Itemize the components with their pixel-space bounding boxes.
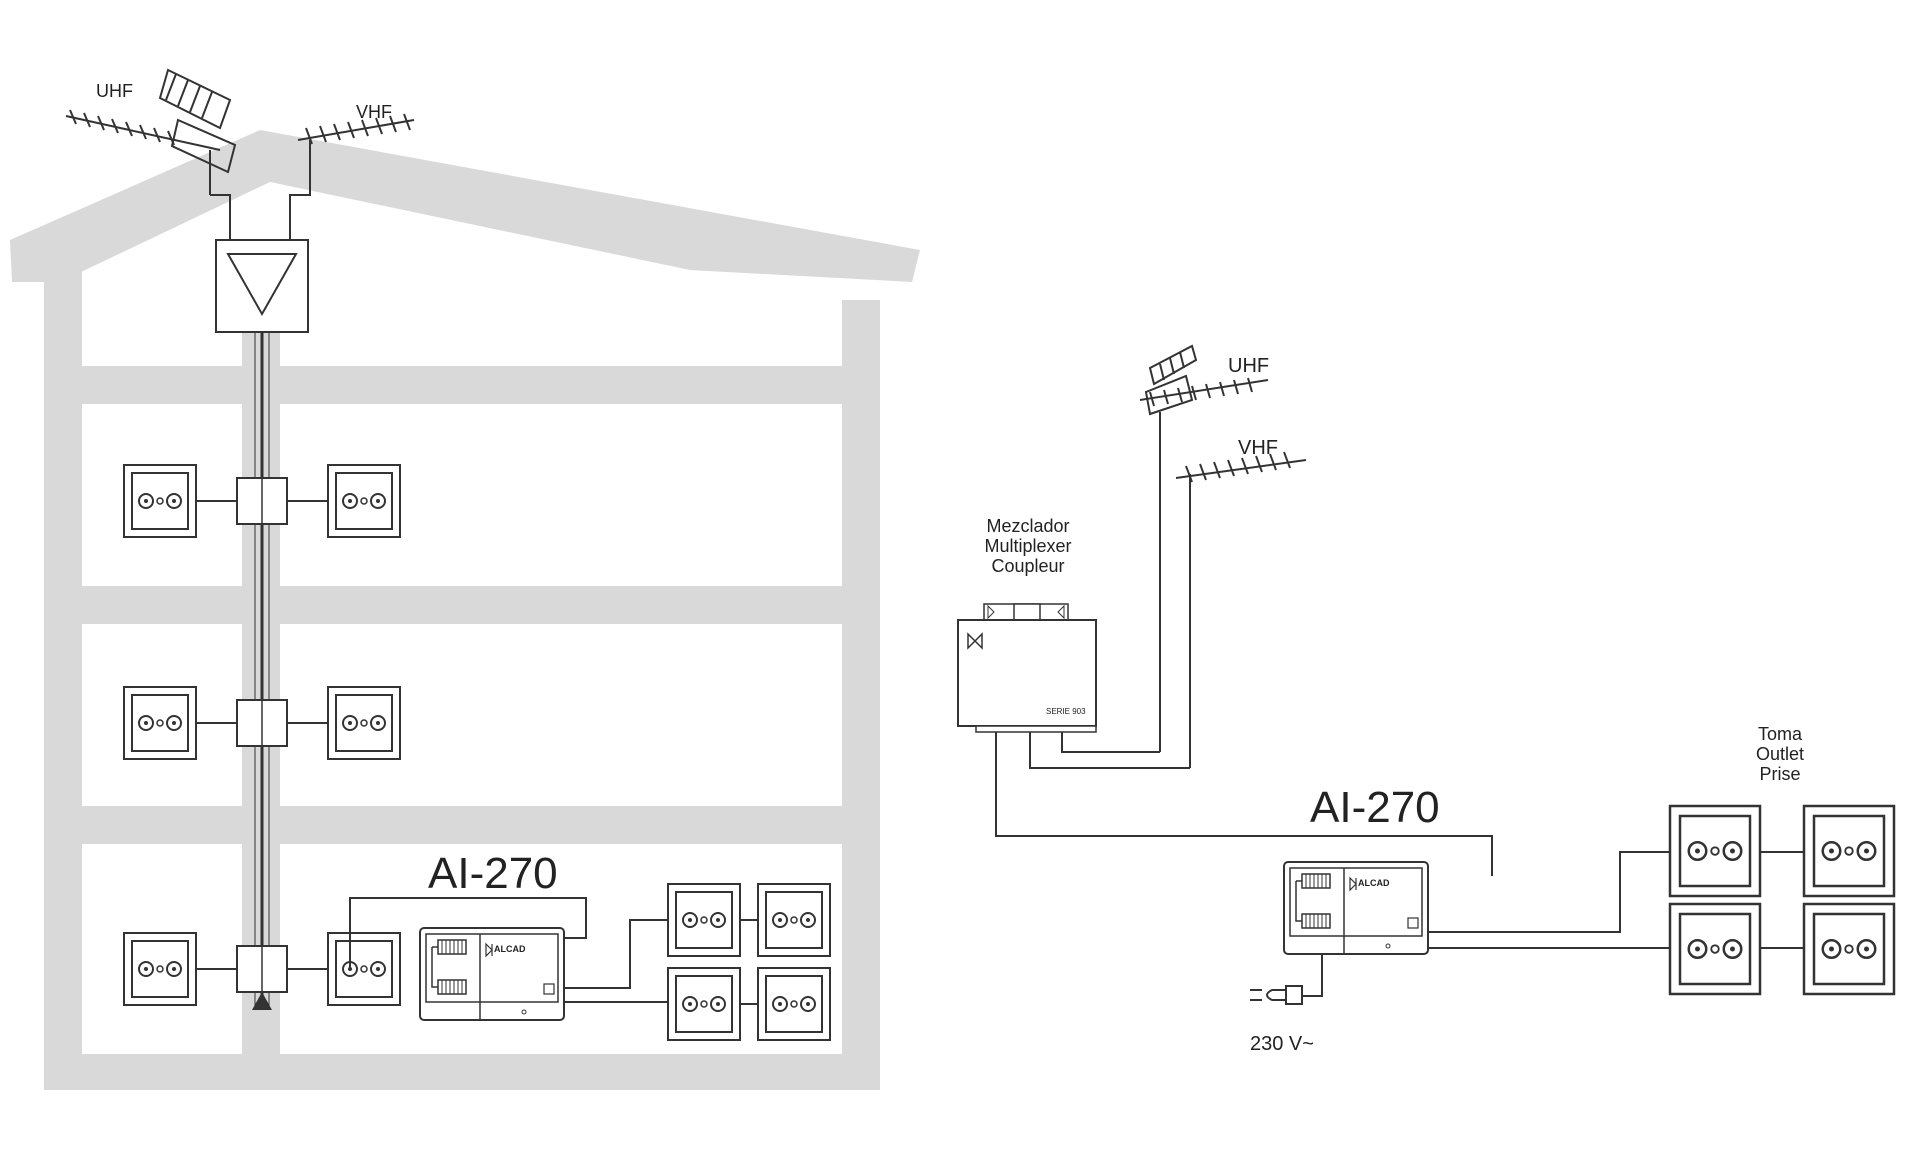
mixer-label-en: Multiplexer bbox=[984, 536, 1071, 556]
right-outlet-1 bbox=[1668, 804, 1762, 898]
ground-outlet-1 bbox=[667, 883, 741, 957]
right-vhf-label: VHF bbox=[1238, 437, 1278, 459]
floor2-tap bbox=[236, 699, 288, 747]
left-amp-brand: ALCAD bbox=[494, 944, 526, 954]
house-attic-wall-left bbox=[44, 260, 82, 320]
right-model-label: AI-270 bbox=[1310, 783, 1440, 832]
left-vhf-label: VHF bbox=[356, 102, 392, 122]
left-model-label: AI-270 bbox=[428, 849, 558, 898]
mixer-label-fr: Coupleur bbox=[991, 556, 1064, 576]
right-uhf-label: UHF bbox=[1228, 355, 1269, 377]
floor-slab-3 bbox=[44, 806, 880, 844]
mixer-series-label: SERIE 903 bbox=[1046, 707, 1086, 716]
floor3-outlet-left bbox=[123, 932, 197, 1006]
floor-slab-1 bbox=[44, 366, 880, 404]
mixer-unit bbox=[957, 603, 1097, 733]
vhf-antenna-icon bbox=[289, 113, 415, 240]
outlet-label-en: Outlet bbox=[1756, 744, 1804, 764]
floor1-outlet-left bbox=[123, 464, 197, 538]
head-amplifier bbox=[215, 239, 309, 333]
house-right-wall bbox=[842, 300, 880, 1090]
right-outlet-2 bbox=[1802, 804, 1896, 898]
floor3-tap bbox=[236, 945, 288, 993]
floor1-outlet-right bbox=[327, 464, 401, 538]
outlet-label-fr: Prise bbox=[1759, 764, 1800, 784]
mixer-label-es: Mezclador bbox=[986, 516, 1069, 536]
schematic-installation: UHF VHF Mezclador Multiplexer Coupleur S… bbox=[957, 344, 1896, 1055]
floor-slab-ground bbox=[44, 1054, 880, 1090]
right-amp-brand: ALCAD bbox=[1358, 878, 1390, 888]
ground-outlet-2 bbox=[757, 883, 831, 957]
uhf-antenna-icon bbox=[65, 68, 237, 240]
ground-outlet-3 bbox=[667, 967, 741, 1041]
left-ai270-amplifier bbox=[419, 927, 565, 1021]
right-uhf-antenna-icon bbox=[1139, 344, 1269, 752]
right-ai270-amplifier bbox=[1283, 861, 1429, 955]
floor1-tap bbox=[236, 477, 288, 525]
floor-slab-2 bbox=[44, 586, 880, 624]
left-uhf-label: UHF bbox=[96, 81, 133, 101]
power-label: 230 V~ bbox=[1250, 1033, 1314, 1055]
floor2-outlet-left bbox=[123, 686, 197, 760]
power-plug-icon bbox=[1250, 954, 1323, 1005]
amplifier-triangle-icon bbox=[226, 253, 298, 317]
floor2-outlet-right bbox=[327, 686, 401, 760]
house-left-wall bbox=[44, 300, 82, 1090]
right-vhf-antenna-icon bbox=[1175, 451, 1307, 768]
house-installation: UHF VHF bbox=[10, 68, 920, 1090]
outlet-label-es: Toma bbox=[1758, 724, 1803, 744]
floor3-outlet-mid bbox=[327, 932, 401, 1006]
right-outlet-4 bbox=[1802, 902, 1896, 996]
right-outlet-3 bbox=[1668, 902, 1762, 996]
riser-termination-icon bbox=[252, 992, 272, 1010]
house-roof bbox=[10, 130, 920, 282]
ground-outlet-4 bbox=[757, 967, 831, 1041]
